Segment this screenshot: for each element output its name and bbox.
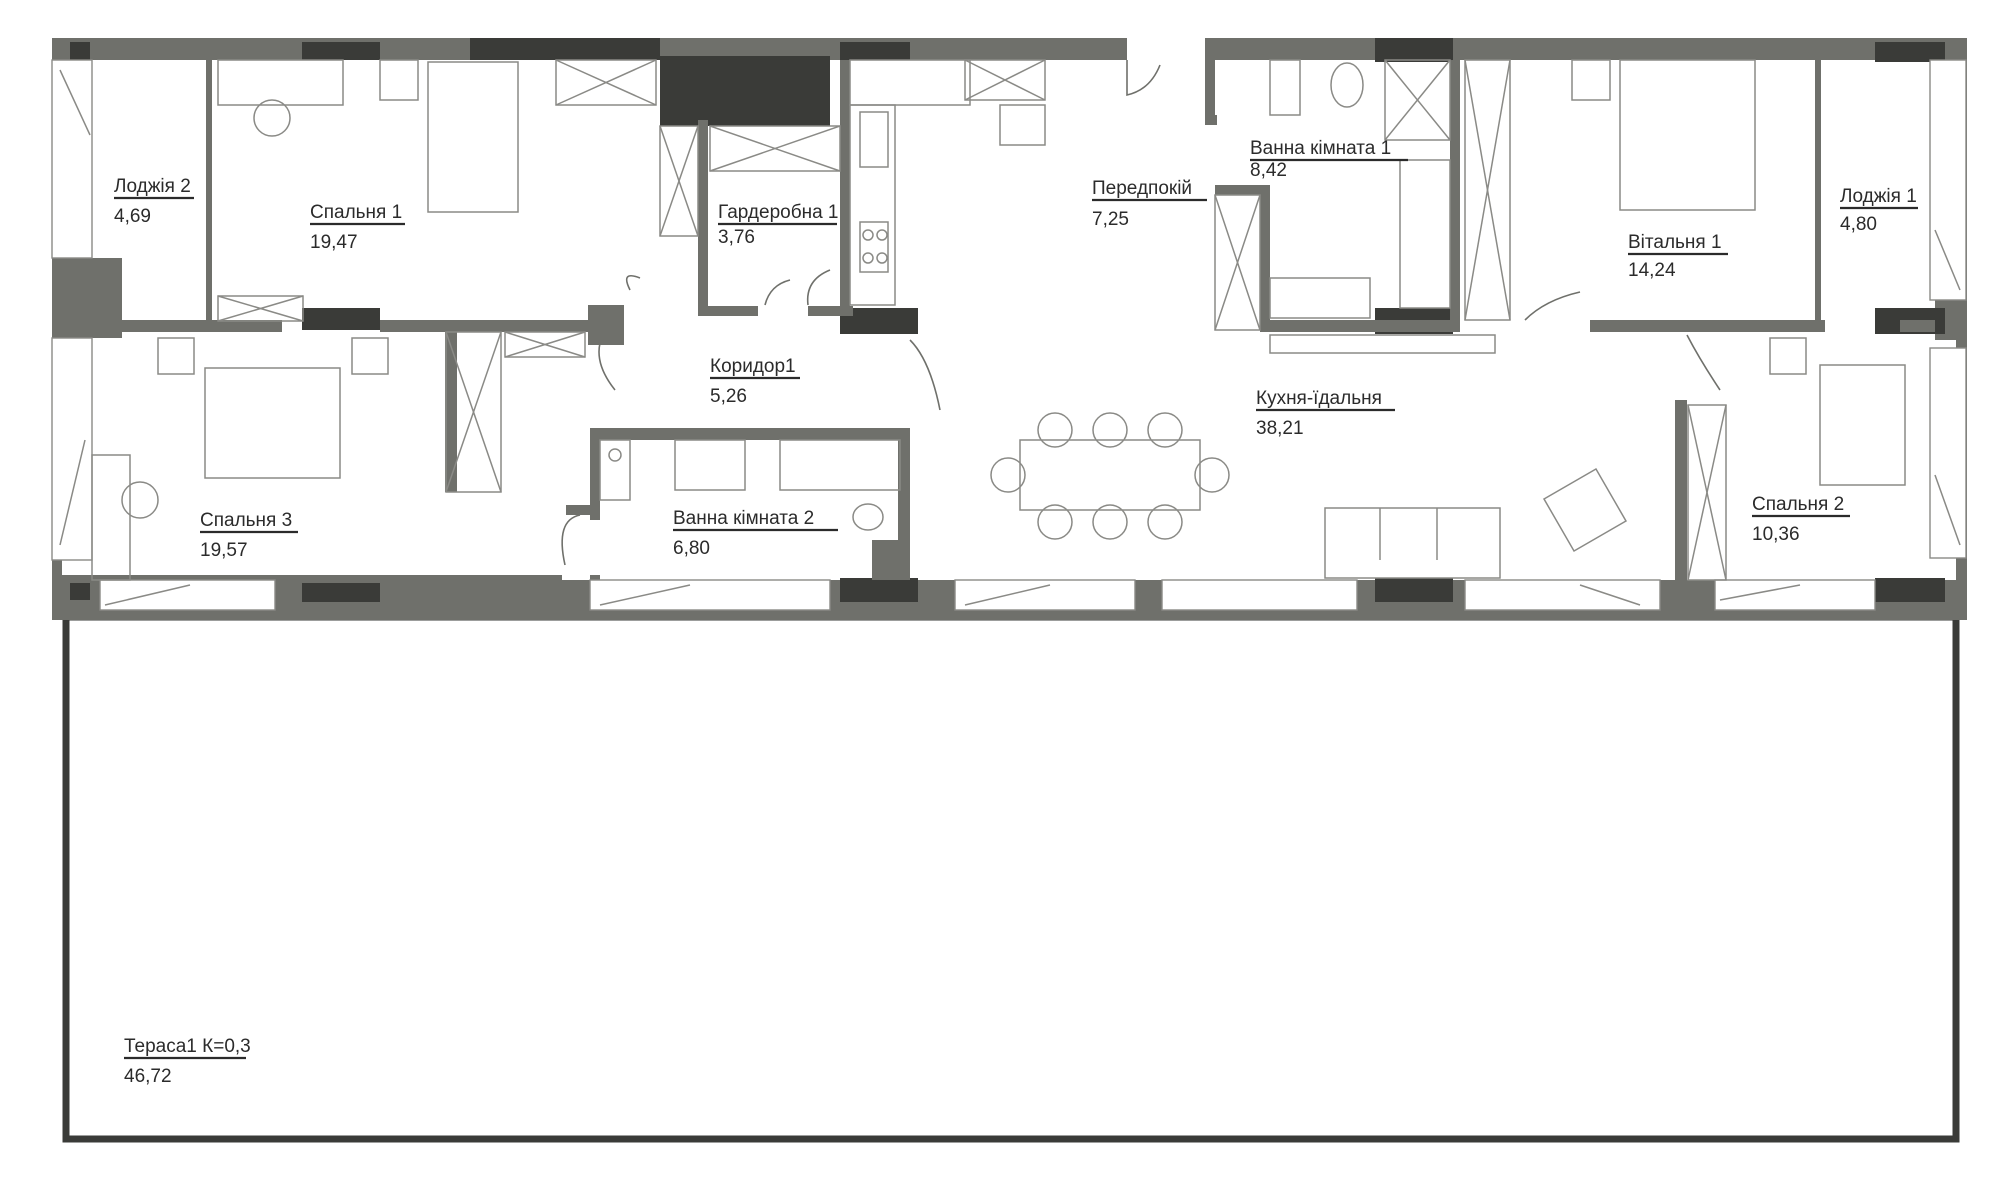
- beds: [157, 59, 1906, 486]
- room-area: 6,80: [673, 538, 710, 559]
- room-loggia2: Лоджія 2 4,69: [114, 176, 194, 227]
- room-bedroom3: Спальня 3 19,57: [200, 510, 298, 561]
- room-area: 5,26: [710, 386, 747, 407]
- terrace-outline: [62, 613, 1960, 1143]
- room-hall: Передпокій 7,25: [1092, 178, 1207, 230]
- room-loggia1: Лоджія 1 4,80: [1840, 186, 1918, 235]
- room-terrace1: Тераса1 К=0,3 46,72: [124, 1036, 251, 1087]
- room-wardrobe1: Гардеробна 1 3,76: [718, 202, 839, 248]
- desks: [91, 59, 344, 581]
- room-area: 19,57: [200, 540, 248, 561]
- room-name: Ванна кімната 1: [1250, 138, 1391, 159]
- room-area: 8,42: [1250, 160, 1287, 181]
- room-area: 7,25: [1092, 209, 1129, 230]
- room-bedroom1: Спальня 1 19,47: [310, 202, 405, 253]
- room-name: Лоджія 1: [1840, 186, 1917, 207]
- room-name: Спальня 3: [200, 510, 292, 531]
- windows: [51, 59, 1967, 611]
- room-name: Коридор1: [710, 356, 796, 377]
- room-kitchen: Кухня-їдальня 38,21: [1256, 388, 1395, 439]
- room-name: Спальня 1: [310, 202, 402, 223]
- dining-table: [990, 412, 1230, 540]
- room-area: 3,76: [718, 227, 755, 248]
- room-name: Гардеробна 1: [718, 202, 839, 223]
- room-bathroom2: Ванна кімната 2 6,80: [673, 508, 838, 559]
- room-name: Лоджія 2: [114, 176, 191, 197]
- room-living1: Вітальня 1 14,24: [1628, 232, 1728, 281]
- room-area: 4,80: [1840, 214, 1877, 235]
- room-name: Ванна кімната 2: [673, 508, 814, 529]
- wardrobes: [217, 59, 1727, 581]
- room-name: Вітальня 1: [1628, 232, 1722, 253]
- room-labels: Лоджія 2 4,69 Спальня 1 19,47 Гардеробна…: [114, 138, 1918, 1087]
- room-name: Передпокій: [1092, 178, 1192, 199]
- room-area: 19,47: [310, 232, 358, 253]
- room-area: 10,36: [1752, 524, 1800, 545]
- room-area: 38,21: [1256, 418, 1304, 439]
- room-area: 4,69: [114, 206, 151, 227]
- room-name: Кухня-їдальня: [1256, 388, 1382, 409]
- room-area: 46,72: [124, 1066, 172, 1087]
- room-area: 14,24: [1628, 260, 1676, 281]
- kitchen-counter: [849, 59, 1046, 306]
- interior-walls: [62, 38, 1935, 585]
- room-bedroom2: Спальня 2 10,36: [1752, 494, 1850, 545]
- bathroom-fixtures: [599, 59, 1496, 531]
- room-corridor1: Коридор1 5,26: [710, 356, 800, 407]
- room-bathroom1: Ванна кімната 1 8,42: [1250, 138, 1408, 181]
- room-name: Спальня 2: [1752, 494, 1844, 515]
- doors: [561, 60, 1721, 566]
- room-name: Тераса1 К=0,3: [124, 1036, 251, 1057]
- sofa: [1324, 467, 1628, 579]
